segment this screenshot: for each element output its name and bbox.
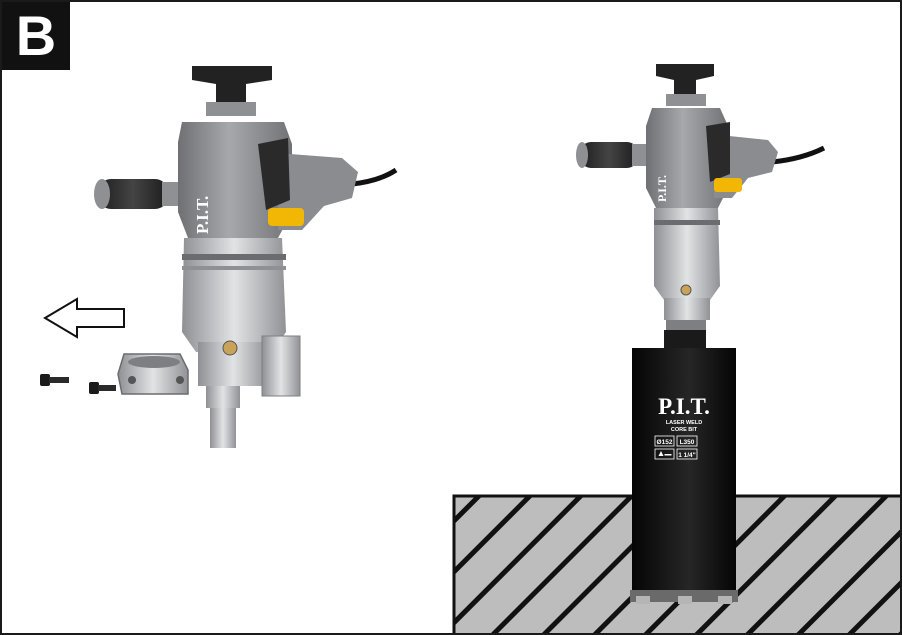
left-arrow-icon [43,297,125,339]
core-bit-line2: CORE BIT [671,427,698,433]
trigger-button [268,208,304,226]
drill-left-brand: P.I.T. [193,196,212,234]
drill-right: P.I.T. [576,64,826,350]
side-handle [98,179,168,209]
side-handle [580,142,638,168]
water-drop-icon [658,451,672,456]
core-bit-brand: P.I.T. [658,394,710,419]
clamp-bracket [117,353,189,395]
screw-icon [89,382,116,394]
top-handle [656,64,714,100]
drill-right-brand: P.I.T. [655,175,669,202]
panel-label: B [2,2,70,70]
core-bit-thread: 1 1/4" [678,452,696,459]
screw-icon [40,374,69,386]
core-bit-diameter: Ø152 [657,439,673,446]
trigger-button [714,178,742,192]
drill-left: P.I.T. [94,66,398,448]
top-handle [192,66,272,110]
core-bit: P.I.T. LASER WELD CORE BIT Ø152 L350 1 1… [630,348,738,604]
core-bit-length: L350 [680,439,695,446]
core-bit-line1: LASER WELD [666,420,702,426]
